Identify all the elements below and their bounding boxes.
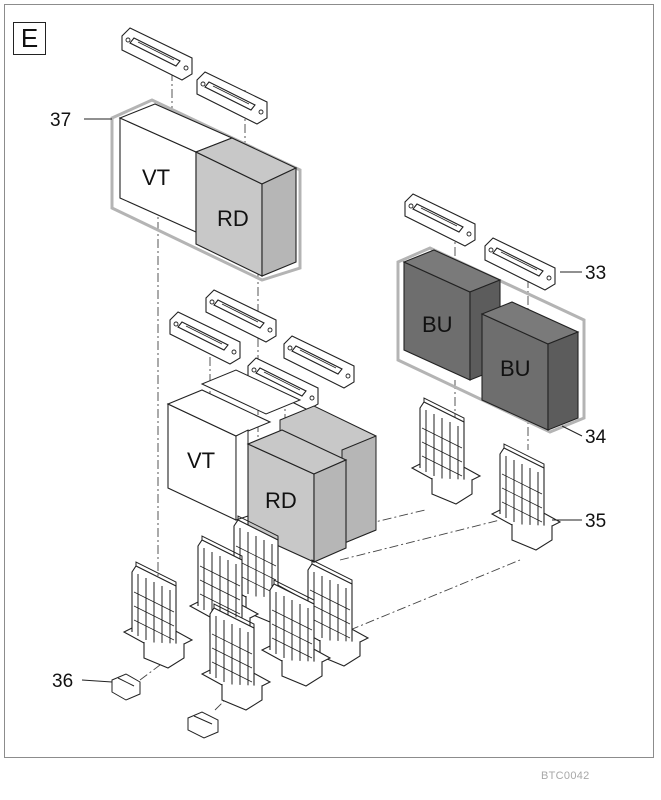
rd-module-upper: RD bbox=[194, 137, 298, 277]
diagram-frame bbox=[4, 4, 654, 758]
rd-label-upper: RD bbox=[217, 206, 249, 231]
section-label: E bbox=[13, 22, 46, 55]
vt-module-lower: VT bbox=[166, 389, 272, 521]
coding-piece-2 bbox=[187, 711, 219, 739]
rd-module-lower: RD bbox=[246, 429, 348, 563]
coding-piece-1 bbox=[111, 673, 141, 701]
callout-35: 35 bbox=[585, 511, 607, 532]
vt-label-lower: VT bbox=[187, 448, 215, 473]
vt-label-upper: VT bbox=[142, 165, 170, 190]
callout-34: 34 bbox=[585, 427, 607, 448]
callout-37: 37 bbox=[50, 110, 72, 131]
bu-label-right: BU bbox=[500, 356, 531, 381]
drawing-code: BTC0042 bbox=[541, 770, 590, 782]
rd-label-lower: RD bbox=[265, 488, 297, 513]
bu-module-right: BU bbox=[480, 301, 580, 431]
callout-36: 36 bbox=[52, 671, 74, 692]
callout-33: 33 bbox=[585, 263, 607, 284]
bu-label-left: BU bbox=[422, 312, 453, 337]
